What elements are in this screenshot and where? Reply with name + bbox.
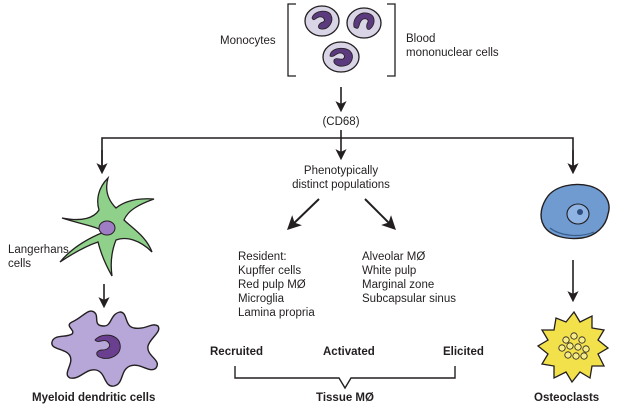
tissue-mo-label: Tissue MØ	[316, 392, 374, 404]
langerhans-label: Langerhans cells	[8, 243, 69, 271]
alveolar-list: Alveolar MØ White pulp Marginal zone Sub…	[362, 250, 456, 306]
cd68-label: (CD68)	[322, 116, 360, 128]
blood-label-line1: Blood	[406, 33, 436, 45]
arrow-to-resident	[286, 198, 320, 230]
alveolar-list-item: Subcapsular sinus	[362, 293, 456, 305]
blood-label-line2: mononuclear cells	[406, 47, 499, 59]
alveolar-list-item: Alveolar MØ	[362, 251, 426, 263]
resident-list-item: Lamina propria	[238, 307, 315, 319]
monocyte-left-bracket	[287, 3, 296, 77]
recruited-label: Recruited	[210, 346, 264, 358]
phenotypically-line1: Phenotypically	[303, 165, 379, 177]
monocyte-cell-1	[304, 5, 340, 37]
langerhans-line2: cells	[8, 258, 32, 270]
alveolar-list-item: White pulp	[362, 265, 417, 277]
activated-label: Activated	[323, 346, 375, 358]
resident-list-item: Kupffer cells	[238, 265, 302, 277]
monocyte-cell-2	[346, 7, 382, 39]
langerhans-cell	[59, 175, 155, 277]
monocyte-right-bracket	[387, 3, 396, 77]
elicited-label: Elicited	[443, 346, 484, 358]
phenotypically-line2: distinct populations	[292, 179, 390, 191]
resident-list-item: Microglia	[238, 293, 285, 305]
myeloid-dendritic-label: Myeloid dendritic cells	[32, 392, 156, 404]
tissue-brace	[234, 366, 456, 390]
dendritic-cell	[51, 310, 160, 387]
monocyte-cell-3	[322, 41, 360, 73]
osteoclasts-label: Osteoclasts	[534, 392, 600, 404]
phenotypically-label: Phenotypically distinct populations	[281, 164, 401, 192]
macrophage-cell	[540, 183, 610, 240]
arrow-to-alveolar	[364, 198, 396, 230]
resident-list: Resident: Kupffer cells Red pulp MØ Micr…	[238, 250, 315, 320]
blood-mononuclear-label: Blood mononuclear cells	[406, 32, 499, 60]
resident-list-item: Resident:	[238, 251, 287, 263]
monocytes-label: Monocytes	[220, 35, 276, 47]
langerhans-line1: Langerhans	[8, 244, 69, 256]
alveolar-list-item: Marginal zone	[362, 279, 435, 291]
osteoclast-cell	[536, 310, 610, 384]
resident-list-item: Red pulp MØ	[238, 279, 306, 291]
